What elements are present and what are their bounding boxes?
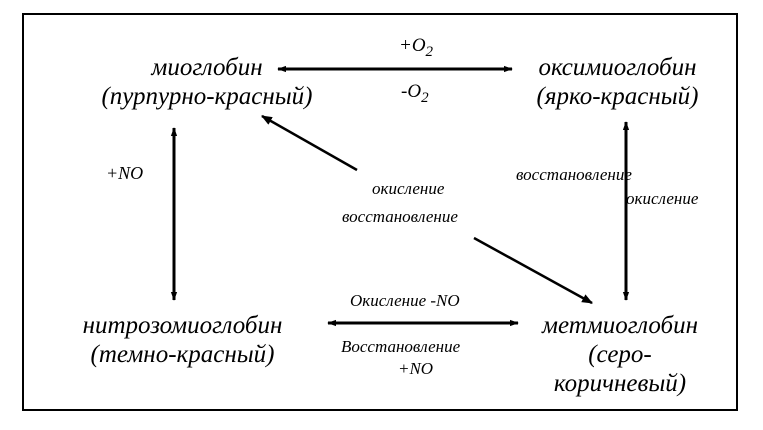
arrow-diagonal-to-myoglobin — [261, 114, 358, 172]
myoglobin-name: миоглобин — [151, 54, 263, 81]
label-plus-no-left: +NO — [106, 163, 144, 183]
minus-o2-subscript: 2 — [421, 89, 429, 106]
oxymyoglobin-name: оксимиоглобин — [538, 54, 697, 81]
metmyoglobin-color-line1: (серо- — [588, 341, 652, 368]
arrow-diagonal-to-metmyoglobin — [473, 236, 593, 305]
label-bottom-plus-no: +NO — [398, 359, 434, 378]
diagram-frame — [22, 13, 738, 411]
label-bottom-reduction: Восстановление — [341, 337, 461, 356]
label-right-oxidation: окисление — [626, 189, 699, 208]
label-right-reduction: восстановление — [516, 165, 632, 184]
minus-o2-text: -O — [401, 81, 422, 102]
node-nitrosomyoglobin: нитрозомиоглобин (темно-красный) — [55, 313, 310, 367]
plus-o2-subscript: 2 — [425, 43, 434, 60]
oxymyoglobin-color: (ярко-красный) — [536, 83, 699, 110]
metmyoglobin-name: метмиоглобин — [541, 312, 698, 339]
label-diagonal-oxidation: окисление — [372, 179, 445, 198]
nitrosomyoglobin-name: нитрозомиоглобин — [82, 312, 283, 339]
label-plus-o2: +O2 — [399, 36, 433, 60]
label-diagonal-reduction: восстановление — [342, 207, 458, 226]
myoglobin-color: (пурпурно-красный) — [101, 83, 313, 110]
label-minus-o2: -O2 — [401, 82, 429, 106]
node-myoglobin: миоглобин (пурпурно-красный) — [92, 55, 322, 109]
node-metmyoglobin: метмиоглобин (серо- коричневый) — [520, 313, 720, 396]
plus-o2-text: +O — [399, 35, 426, 56]
nitrosomyoglobin-color: (темно-красный) — [90, 341, 275, 368]
metmyoglobin-color-line2: коричневый) — [553, 370, 687, 397]
label-bottom-oxidation-no: Окисление -NO — [350, 291, 460, 310]
node-oxymyoglobin: оксимиоглобин (ярко-красный) — [510, 55, 725, 109]
